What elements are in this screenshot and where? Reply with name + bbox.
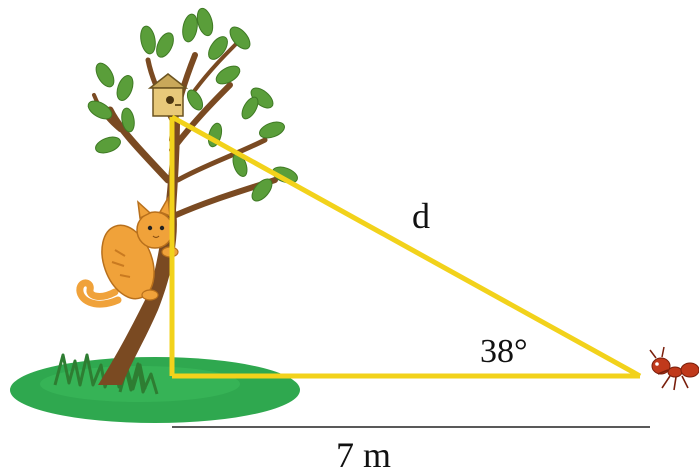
right-triangle (169, 114, 642, 379)
birdhouse-icon (147, 73, 189, 117)
ant-icon (649, 346, 699, 391)
triangle-hypotenuse (170, 114, 642, 379)
hypotenuse-label: d (412, 196, 430, 236)
angle-label: 38° (480, 333, 528, 370)
cat-icon (76, 195, 179, 308)
tree-icon (87, 7, 298, 385)
grass-icon (10, 353, 300, 423)
base-length-label: 7 m (336, 435, 391, 474)
